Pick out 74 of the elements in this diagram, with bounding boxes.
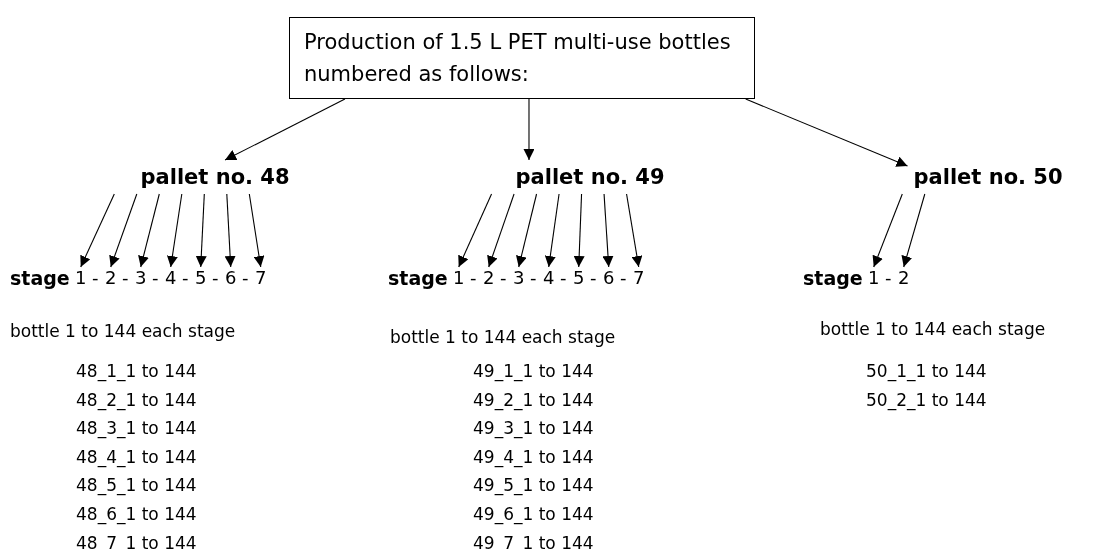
separator-dash: - [92, 267, 99, 289]
arrow [626, 193, 643, 268]
separator-dash: - [885, 267, 892, 289]
separator-dash: - [470, 267, 477, 289]
bottle-code: 48_7_1 to 144 [76, 531, 197, 551]
arrow [901, 193, 926, 268]
bottle-code: 48_4_1 to 144 [76, 445, 197, 468]
stage-number: 2 [898, 267, 910, 289]
separator-dash: - [122, 267, 129, 289]
arrow [602, 193, 614, 268]
title-box: Production of 1.5 L PET multi-use bottles numbered as follows: [289, 17, 755, 99]
separator-dash: - [620, 267, 627, 289]
arrow [138, 193, 160, 268]
separator-dash: - [560, 267, 567, 289]
bottle-code: 48_1_1 to 144 [76, 360, 197, 382]
separator-dash: - [212, 267, 219, 289]
bottle-code: 49_3_1 to 144 [473, 417, 594, 440]
bottle-code: 49_4_1 to 144 [473, 445, 594, 468]
bottle-code: 49_2_1 to 144 [473, 388, 594, 411]
stage-number: 6 [603, 267, 615, 289]
stage-number: 4 [165, 267, 177, 289]
arrow [745, 98, 909, 167]
arrow [166, 193, 183, 268]
bottle-code: 48_2_1 to 144 [76, 388, 197, 411]
arrow [80, 193, 115, 268]
arrow [224, 98, 346, 161]
stage-number: 1 [75, 267, 87, 289]
stage-number: 5 [573, 267, 585, 289]
arrow [224, 193, 236, 268]
stage-number: 3 [513, 267, 525, 289]
arrow [109, 193, 138, 268]
pallet-heading: pallet no. 49 [511, 160, 669, 194]
note-text: bottle 1 to 144 each stage [10, 320, 236, 342]
bottle-code: 49_7_1 to 144 [473, 531, 594, 551]
stage-number: 1 [453, 267, 465, 289]
arrow [544, 193, 560, 268]
arrow [195, 193, 207, 268]
bottle-code: 50_2_1 to 144 [866, 388, 987, 411]
separator-dash: - [152, 267, 159, 289]
stage-number: 3 [135, 267, 147, 289]
separator-dash: - [182, 267, 189, 289]
stage-number: 2 [105, 267, 117, 289]
separator-dash: - [530, 267, 537, 289]
arrow [516, 193, 538, 268]
stage-number: 2 [483, 267, 495, 289]
arrow [458, 193, 493, 268]
bottle-code: 48_5_1 to 144 [76, 474, 197, 497]
separator-dash: - [590, 267, 597, 289]
stage-number: 7 [633, 267, 645, 289]
bottle-code: 48_6_1 to 144 [76, 503, 197, 525]
stage-number: 4 [543, 267, 555, 289]
arrow [523, 98, 535, 161]
stage-label: stage [388, 267, 448, 289]
arrow [487, 193, 515, 268]
stage-label: stage [803, 267, 863, 289]
bottle-code: 50_1_1 to 144 [866, 360, 987, 382]
arrow [573, 193, 585, 268]
separator-dash: - [500, 267, 507, 289]
pallet-heading: pallet no. 50 [909, 160, 1067, 194]
stage-number: 1 [868, 267, 880, 289]
bottle-code: 49_6_1 to 144 [473, 503, 594, 525]
note-text: bottle 1 to 144 each stage [820, 318, 1046, 340]
arrow [248, 193, 265, 268]
bottle-code: 49_1_1 to 144 [473, 360, 594, 382]
bottle-code: 48_3_1 to 144 [76, 417, 197, 440]
pallet-heading: pallet no. 48 [136, 160, 294, 194]
stage-number: 5 [195, 267, 207, 289]
arrow [872, 193, 903, 268]
stage-label: stage [10, 267, 70, 289]
separator-dash: - [242, 267, 249, 289]
stage-number: 6 [225, 267, 237, 289]
stage-number: 7 [255, 267, 267, 289]
note-text: bottle 1 to 144 each stage [390, 326, 616, 348]
bottle-code: 49_5_1 to 144 [473, 474, 594, 497]
